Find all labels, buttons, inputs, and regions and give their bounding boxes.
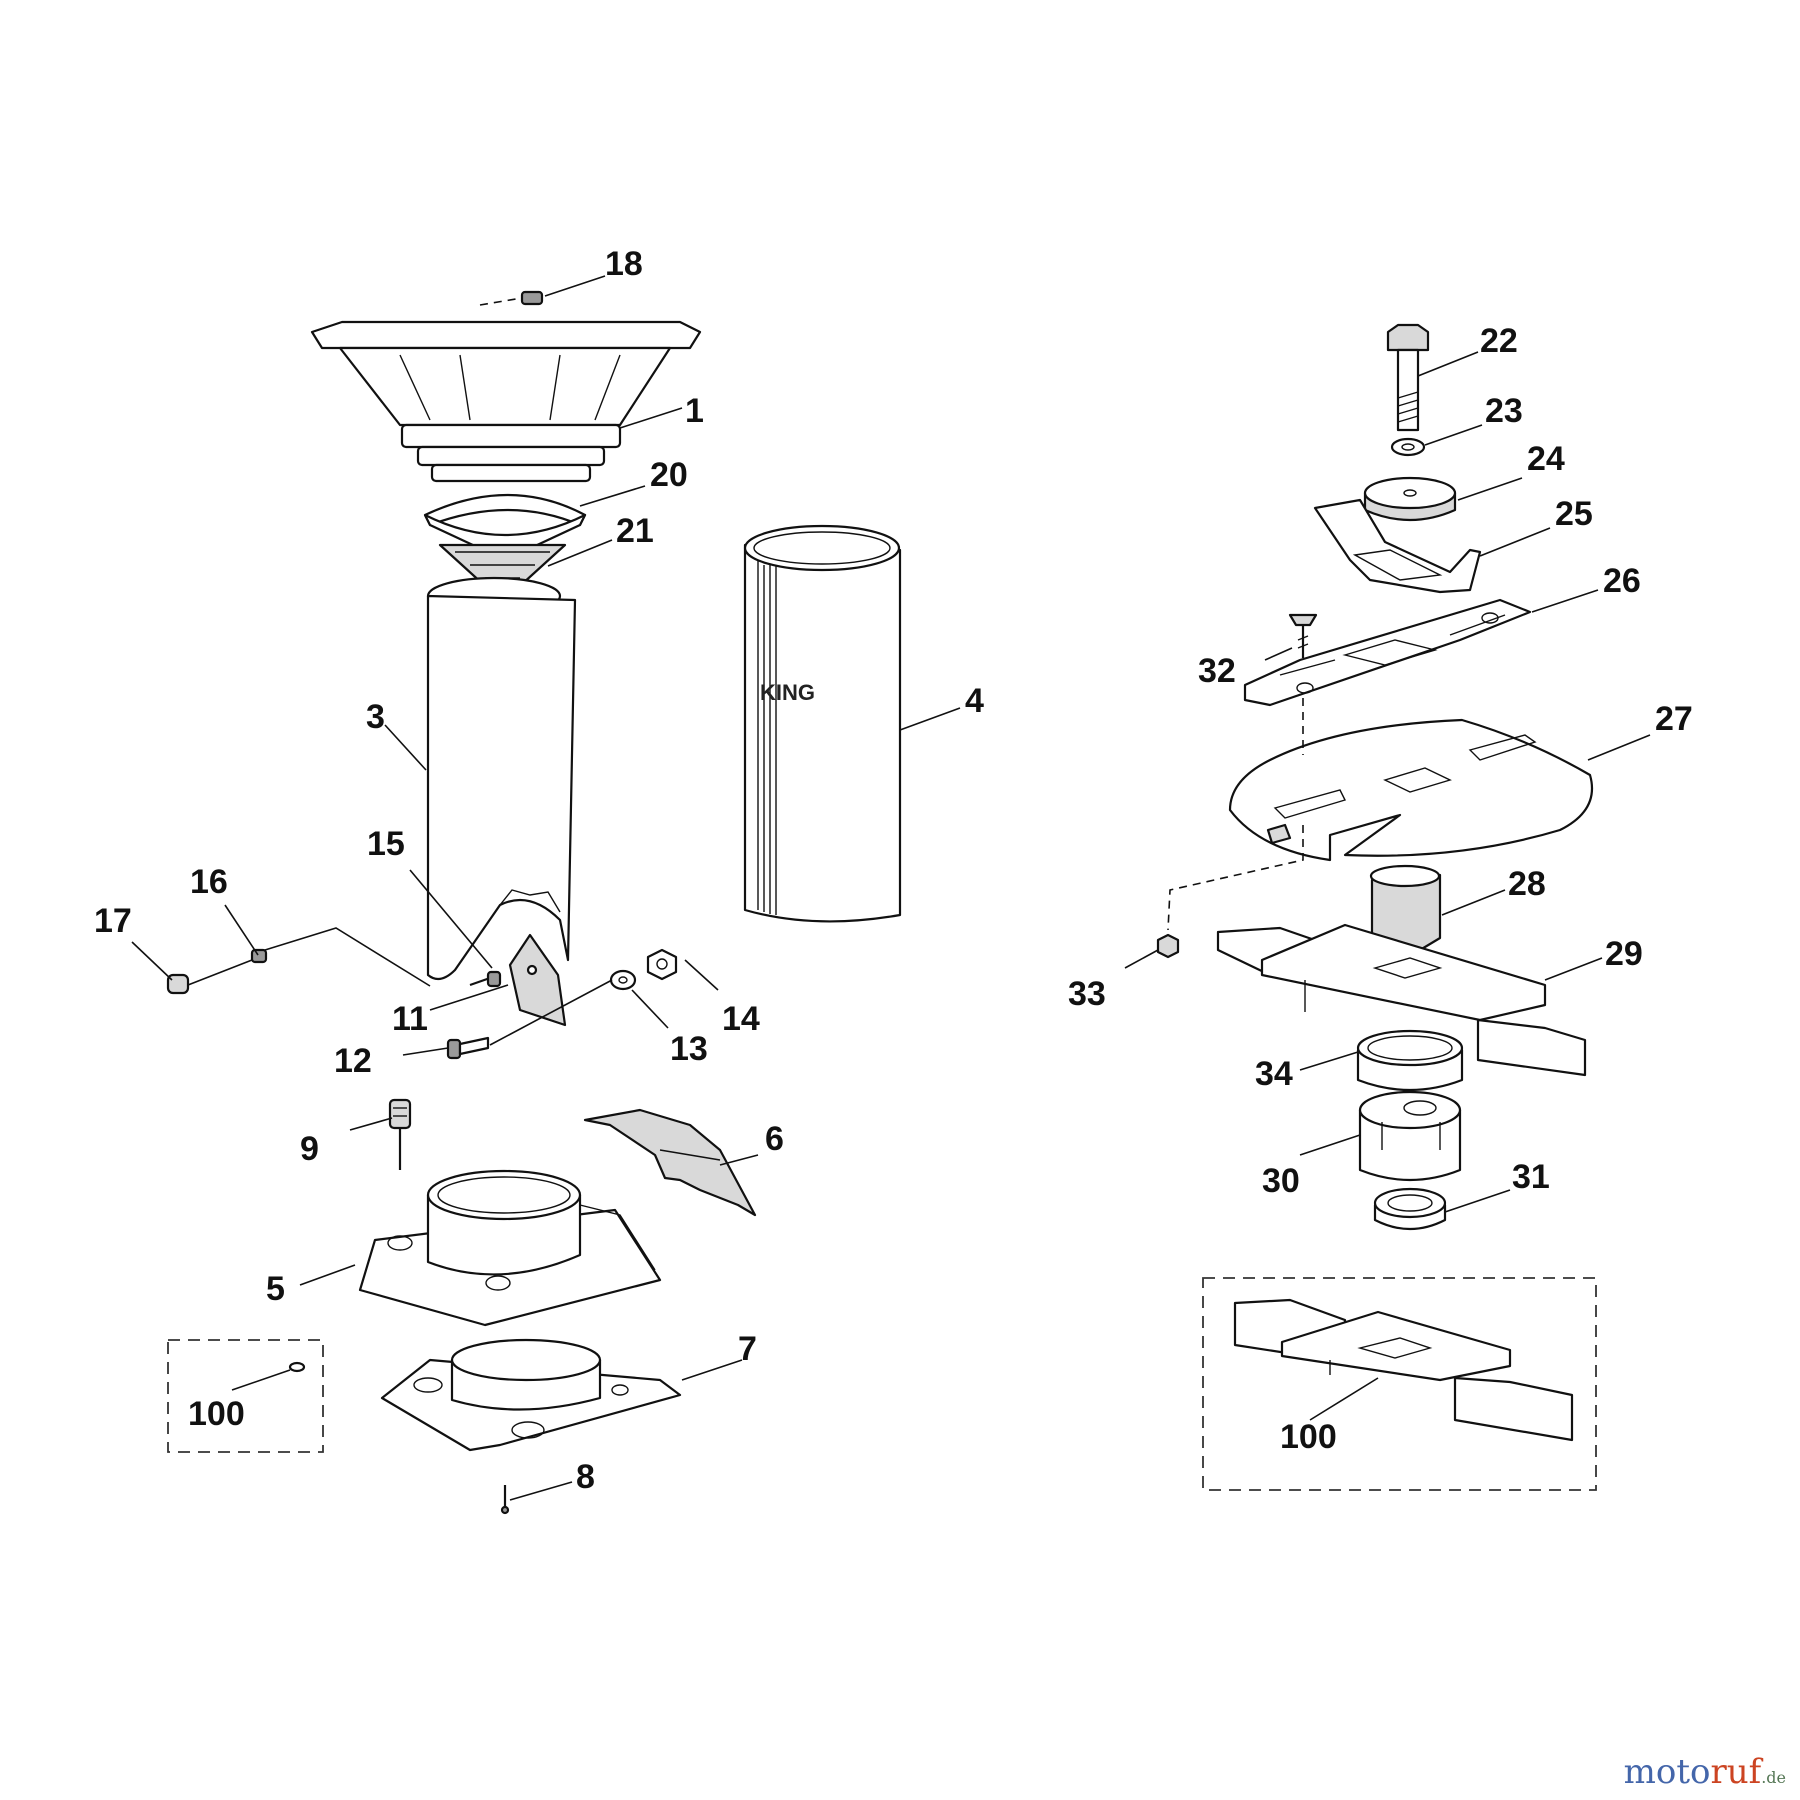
part-18-screw — [479, 290, 544, 306]
part-33-nut — [1156, 933, 1180, 959]
label-27: 27 — [1655, 700, 1693, 738]
part-16-washer — [250, 948, 268, 964]
part-15-screw — [469, 970, 502, 988]
label-20: 20 — [650, 456, 688, 494]
label-28: 28 — [1508, 865, 1546, 903]
label-25: 25 — [1555, 495, 1593, 533]
part-23-washer — [1390, 437, 1426, 457]
part-7-base-plate — [380, 1338, 682, 1452]
label-8: 8 — [576, 1458, 595, 1496]
part-12-bolt — [446, 1036, 490, 1060]
part-17-nut — [166, 973, 190, 995]
label-22: 22 — [1480, 322, 1518, 360]
part-30-coupling — [1358, 1090, 1462, 1182]
label-16: 16 — [190, 863, 228, 901]
label-13: 13 — [670, 1030, 708, 1068]
watermark-logo: motoruf.de — [1624, 1752, 1786, 1792]
leader-lines — [131, 275, 1651, 1501]
part-11-knife-plate — [508, 933, 567, 1027]
part-4-outer-cylinder: KING — [743, 524, 902, 923]
part-9-bolt — [388, 1098, 412, 1170]
label-33: 33 — [1068, 975, 1106, 1013]
watermark-part1: moto — [1623, 1752, 1711, 1792]
part-8-screw — [500, 1485, 510, 1515]
part-29-blade-holder — [1216, 923, 1587, 1077]
kit-100-blade-holder-box — [1202, 1277, 1597, 1491]
label-34: 34 — [1255, 1055, 1293, 1093]
part-26-plate — [1243, 598, 1532, 707]
label-9: 9 — [300, 1130, 319, 1168]
label-7: 7 — [738, 1330, 757, 1368]
label-31: 31 — [1512, 1158, 1550, 1196]
part-31-bearing — [1373, 1187, 1447, 1230]
part-13-washer — [609, 969, 637, 991]
label-30: 30 — [1262, 1162, 1300, 1200]
label-24: 24 — [1527, 440, 1565, 478]
label-12: 12 — [334, 1042, 372, 1080]
part-28-square-bushing — [1369, 864, 1442, 952]
tube-logo: KING — [760, 680, 815, 705]
part-34-ring — [1356, 1029, 1464, 1092]
part-number-labels: 18 1 20 21 3 4 15 16 17 11 12 13 14 9 6 … — [94, 245, 1693, 1496]
label-29: 29 — [1605, 935, 1643, 973]
label-23: 23 — [1485, 392, 1523, 430]
alignment-line — [1167, 698, 1304, 931]
label-32: 32 — [1198, 652, 1236, 690]
part-22-bolt — [1386, 323, 1430, 432]
part-32-screw — [1288, 613, 1318, 658]
label-21: 21 — [616, 512, 654, 550]
label-1: 1 — [685, 392, 704, 430]
label-4: 4 — [965, 682, 984, 720]
label-100-left: 100 — [188, 1395, 245, 1433]
label-14: 14 — [722, 1000, 760, 1038]
watermark-part2: ruf — [1710, 1752, 1762, 1792]
part-6-deflector — [583, 1108, 757, 1217]
label-17: 17 — [94, 902, 132, 940]
part-24-disc — [1363, 476, 1457, 522]
part-3-chute-tube — [426, 576, 577, 981]
label-6: 6 — [765, 1120, 784, 1158]
label-18: 18 — [605, 245, 643, 283]
label-3: 3 — [366, 698, 385, 736]
label-15: 15 — [367, 825, 405, 863]
label-5: 5 — [266, 1270, 285, 1308]
kit-100-small-box — [167, 1339, 324, 1453]
part-25-bracket — [1313, 498, 1482, 594]
part-5-base-housing — [358, 1169, 662, 1327]
label-100-right: 100 — [1280, 1418, 1337, 1456]
watermark-part3: .de — [1761, 1768, 1786, 1787]
label-11: 11 — [392, 1000, 428, 1038]
label-26: 26 — [1603, 562, 1641, 600]
part-20-ring — [423, 493, 587, 562]
part-27-disc-blade — [1228, 718, 1594, 862]
part-1-hopper-funnel — [310, 320, 702, 483]
part-14-nut — [646, 948, 678, 981]
